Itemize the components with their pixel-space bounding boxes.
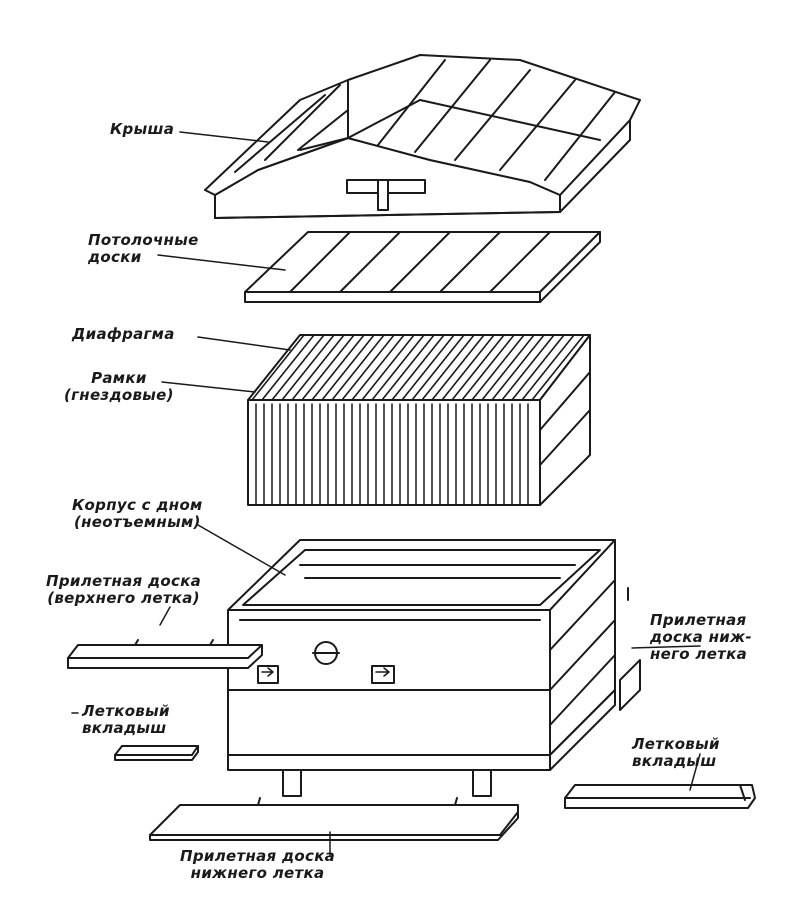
label-frames: Рамки (гнездовые) [64, 370, 174, 404]
label-lower-landing-board-bottom-line1: Прилетная доска [180, 847, 336, 865]
label-entrance-insert-right-line2: вкладыш [632, 752, 717, 770]
label-frames-line2: (гнездовые) [64, 386, 174, 404]
label-entrance-insert-left: Летковый вкладыш [82, 703, 170, 737]
label-hive-body: Корпус с дном (неотъемным) [72, 497, 203, 531]
label-diaphragm: Диафрагма [72, 326, 175, 343]
label-entrance-insert-left-line2: вкладыш [82, 719, 167, 737]
label-frames-line1: Рамки [91, 369, 147, 387]
label-hive-body-line1: Корпус с дном [72, 496, 203, 514]
label-lower-landing-board-bottom: Прилетная доска нижнего летка [180, 848, 335, 882]
upper-landing-board-drawing [67, 639, 263, 669]
roof-drawing [204, 54, 641, 219]
frames-drawing [247, 334, 591, 506]
label-ceiling-boards-line2: доски [88, 248, 142, 266]
label-entrance-insert-right-line1: Летковый [632, 735, 720, 753]
hive-body-drawing [227, 539, 641, 797]
left-entrance-insert-drawing [114, 745, 199, 761]
label-lower-landing-board-bottom-line2: нижнего летка [190, 864, 325, 882]
label-ceiling-boards: Потолочные доски [88, 232, 199, 266]
leader-lines [71, 131, 701, 856]
lower-landing-board-drawing [149, 797, 519, 841]
label-upper-landing-board-line2: (верхнего летка) [47, 589, 200, 607]
right-entrance-insert-drawing [564, 784, 756, 809]
label-upper-landing-board: Прилетная доска (верхнего летка) [46, 573, 201, 607]
label-ceiling-boards-line1: Потолочные [88, 231, 199, 249]
label-roof: Крыша [110, 121, 174, 138]
label-entrance-insert-right: Летковый вкладыш [632, 736, 720, 770]
label-hive-body-line2: (неотъемным) [73, 513, 201, 531]
label-upper-landing-board-line1: Прилетная доска [46, 572, 202, 590]
label-lower-landing-board-right: Прилетная доска ниж- него летка [650, 612, 752, 663]
label-lower-landing-board-right-line1: Прилетная [650, 611, 747, 629]
label-entrance-insert-left-line1: Летковый [82, 702, 170, 720]
label-lower-landing-board-right-line2: доска ниж- [650, 628, 752, 646]
label-diaphragm-text: Диафрагма [72, 325, 175, 343]
label-roof-text: Крыша [110, 120, 175, 138]
label-lower-landing-board-right-line3: него летка [650, 645, 748, 663]
ceiling-boards-drawing [244, 231, 601, 303]
